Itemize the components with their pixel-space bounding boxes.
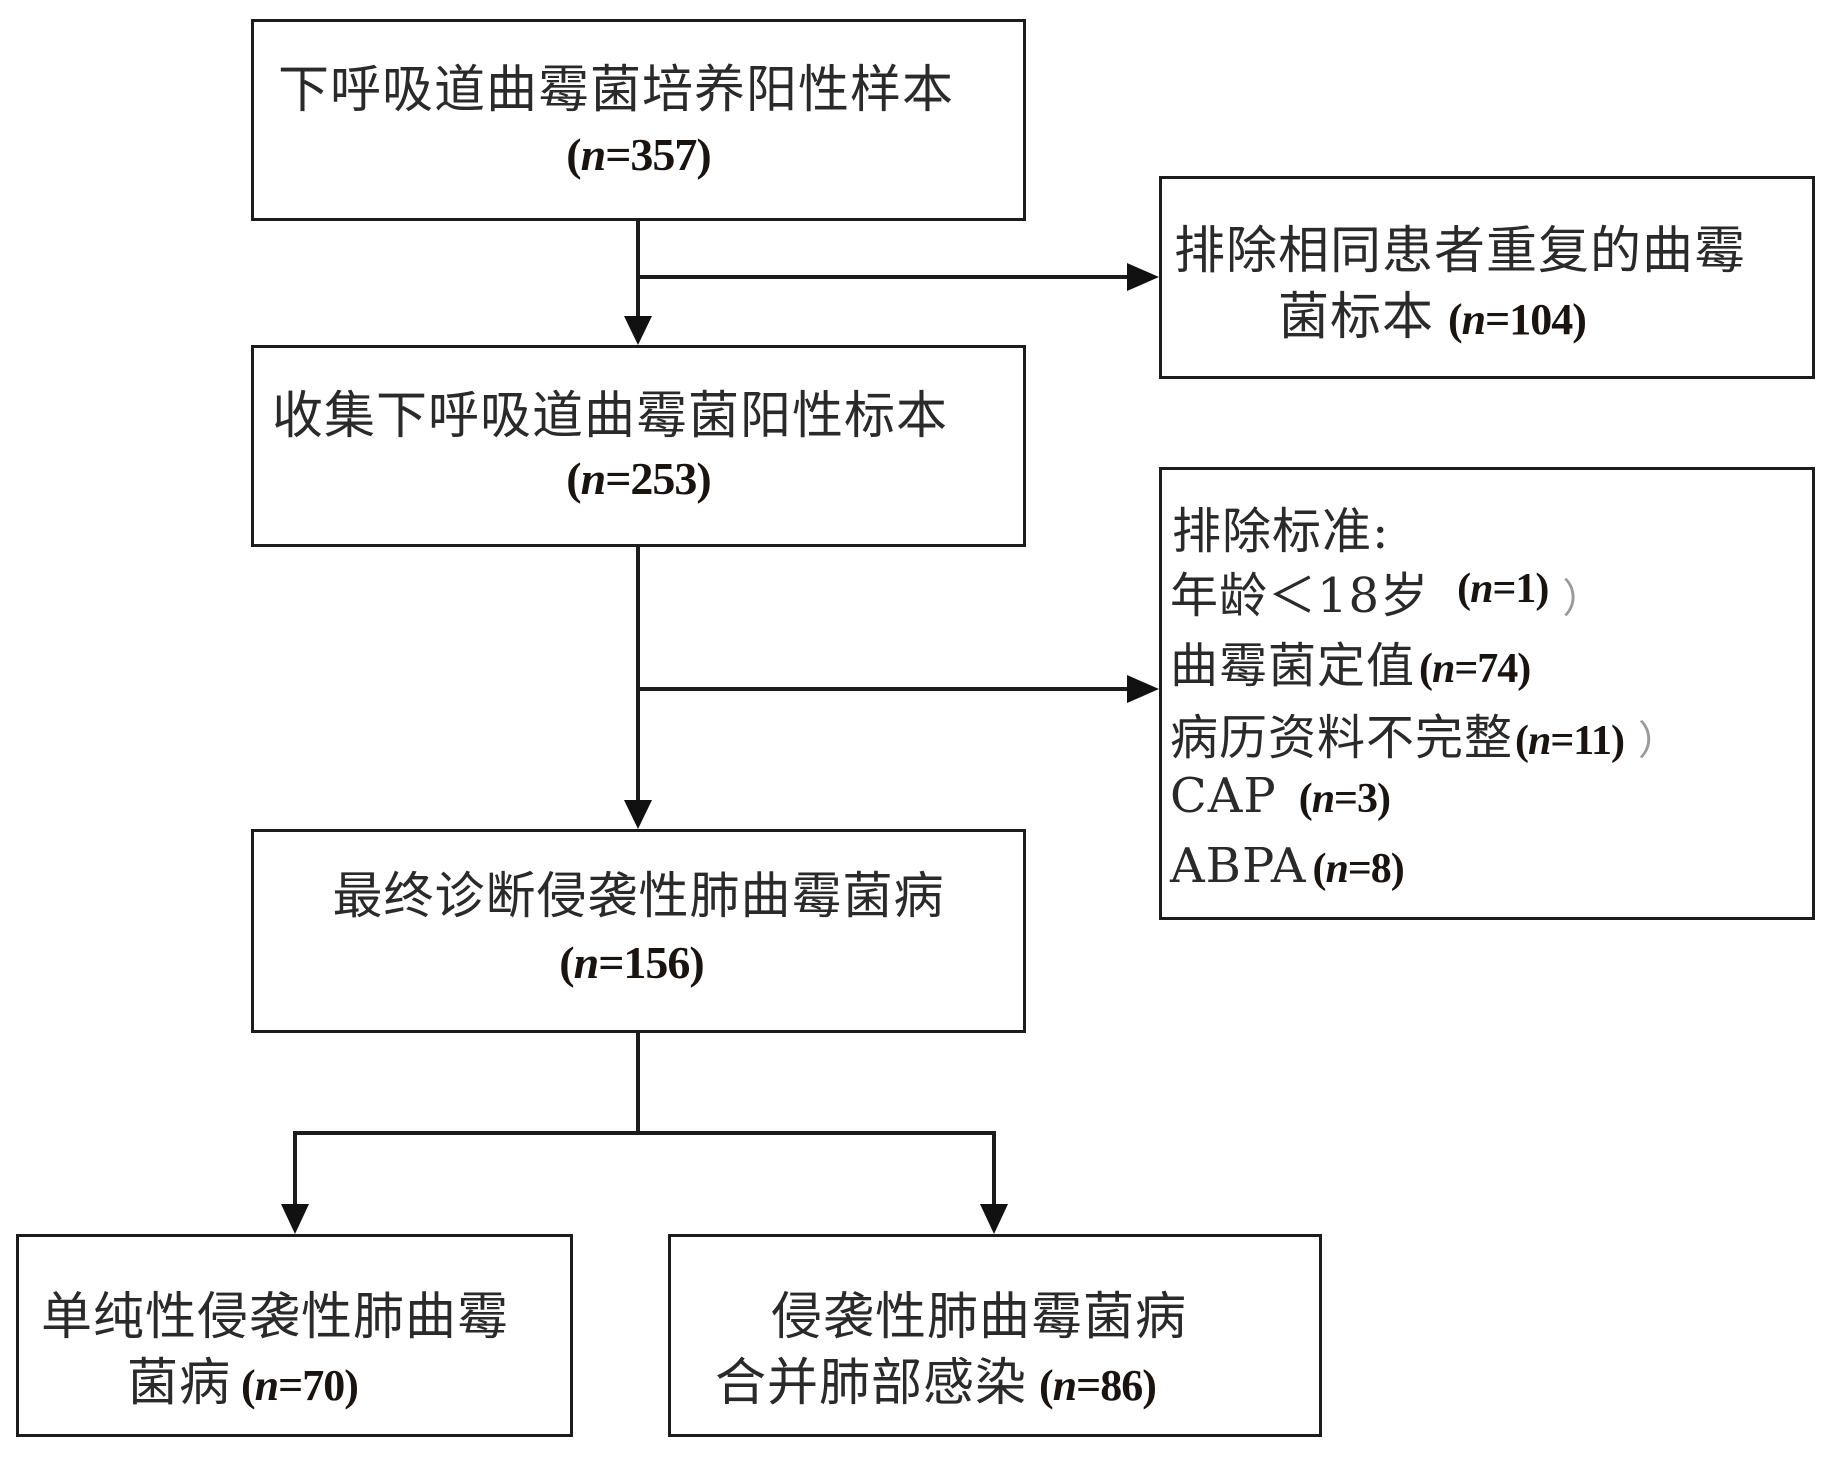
node-ipa-with-infection: 侵袭性肺曲霉菌病 合并肺部感染 (n=86) <box>668 1234 1322 1437</box>
criterion-count: (n=8) <box>1312 846 1405 892</box>
node-exclude-duplicates-line1: 排除相同患者重复的曲霉 <box>1174 222 1747 281</box>
criterion-count: (n=74) <box>1419 646 1531 692</box>
node-simple-ipa: 单纯性侵袭性肺曲霉 菌病 (n=70) <box>16 1234 573 1437</box>
node-final-ipa-count: (n=156) <box>559 937 704 988</box>
count-var: n <box>580 129 607 180</box>
node-simple-ipa-line1: 单纯性侵袭性肺曲霉 <box>41 1288 510 1347</box>
node-collected-count: (n=253) <box>566 453 711 504</box>
node-ipa-with-infection-line1: 侵袭性肺曲霉菌病 <box>771 1288 1188 1347</box>
count-paren: ( <box>566 129 581 180</box>
criterion-label: ABPA <box>1170 838 1307 894</box>
node-exclude-duplicates-line2: 菌标本 (n=104) <box>1278 275 1587 349</box>
count-value: =357) <box>605 129 712 180</box>
node-final-ipa: 最终诊断侵袭性肺曲霉菌病 (n=156) <box>251 829 1026 1033</box>
arrowhead-down-icon <box>624 316 652 345</box>
node-initial-samples: 下呼吸道曲霉菌培养阳性样本 (n=357) <box>251 19 1026 221</box>
node-simple-ipa-line2: 菌病 (n=70) <box>127 1341 359 1415</box>
criterion-count: (n=11) <box>1515 718 1625 764</box>
node-exclude-duplicates-count: (n=104) <box>1448 295 1587 344</box>
stray-paren-mark: ） <box>1637 718 1678 764</box>
node-initial-count: (n=357) <box>254 128 1023 181</box>
node-ipa-with-infection-count: (n=86) <box>1039 1361 1157 1410</box>
node-initial-title: 下呼吸道曲霉菌培养阳性样本 <box>278 61 955 120</box>
exclusion-criterion-item: ABPA(n=8) <box>1170 838 1405 894</box>
exclusion-heading: 排除标准: <box>1172 503 1390 560</box>
arrowhead-down-icon <box>980 1204 1008 1234</box>
exclusion-criterion-item: 病历资料不完整(n=11) ） <box>1170 698 1678 768</box>
label-text: 合并肺部感染 <box>715 1354 1028 1413</box>
label-text: 菌标本 <box>1278 288 1435 347</box>
criterion-label: 曲霉菌定值 <box>1170 638 1416 694</box>
stray-paren-mark: ） <box>1562 576 1603 622</box>
arrowhead-down-icon <box>624 800 652 829</box>
node-simple-ipa-count: (n=70) <box>241 1361 359 1410</box>
node-exclusion-criteria: 排除标准: 年龄＜18岁(n=1)）曲霉菌定值(n=74)病历资料不完整(n=1… <box>1159 467 1815 920</box>
criterion-label: 年龄＜18岁 <box>1170 568 1430 624</box>
node-collected-samples: 收集下呼吸道曲霉菌阳性标本 (n=253) <box>251 345 1026 547</box>
node-ipa-with-infection-line2: 合并肺部感染 (n=86) <box>715 1341 1157 1415</box>
criterion-count: (n=1) <box>1457 566 1549 612</box>
exclusion-criterion-item: CAP (n=3) <box>1170 768 1391 824</box>
exclusion-criterion-item: 曲霉菌定值(n=74) <box>1170 626 1531 696</box>
criterion-label: 病历资料不完整 <box>1170 710 1514 766</box>
exclusion-criterion-item: 年龄＜18岁 (n=1) ） <box>1170 556 1602 626</box>
criterion-count: (n=3) <box>1298 776 1391 822</box>
arrowhead-down-icon <box>281 1204 309 1234</box>
arrowhead-right-icon <box>1127 263 1159 291</box>
arrowhead-right-icon <box>1127 675 1159 703</box>
label-text: 菌病 <box>127 1354 232 1413</box>
node-exclude-duplicates: 排除相同患者重复的曲霉 菌标本 (n=104) <box>1159 176 1815 379</box>
node-collected-title: 收集下呼吸道曲霉菌阳性标本 <box>272 387 949 446</box>
criterion-label: CAP <box>1170 768 1277 824</box>
node-final-ipa-title: 最终诊断侵袭性肺曲霉菌病 <box>332 867 945 925</box>
